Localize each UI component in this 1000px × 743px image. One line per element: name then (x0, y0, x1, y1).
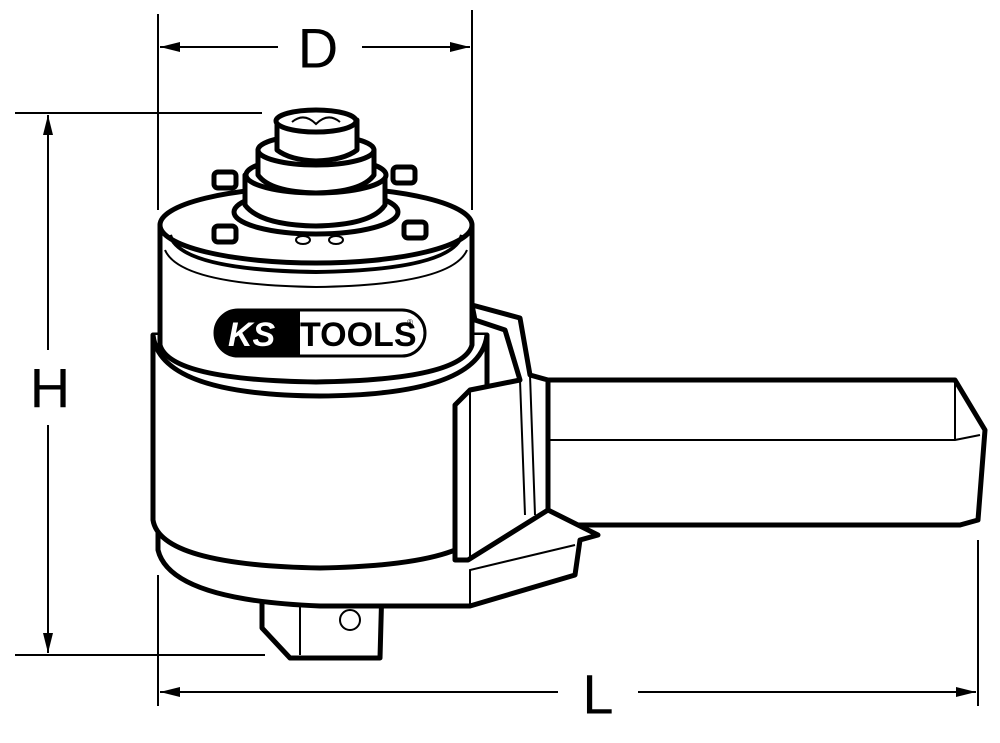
dimension-l: L (157, 540, 979, 726)
dimension-label-d: D (298, 17, 338, 80)
dimension-h: H (15, 112, 265, 656)
dimension-label-h: H (30, 357, 70, 420)
reaction-handle (537, 377, 988, 528)
dimension-d: D (157, 10, 473, 210)
reaction-bracket (452, 302, 551, 563)
input-stack (211, 107, 429, 245)
logo-ks: KS (228, 316, 276, 354)
ks-tools-logo: KS TOOLS ® (213, 308, 427, 358)
logo-registered: ® (407, 318, 413, 327)
bolt-icons (211, 164, 429, 245)
dimension-label-l: L (582, 663, 613, 726)
logo-tools: TOOLS (300, 316, 417, 354)
